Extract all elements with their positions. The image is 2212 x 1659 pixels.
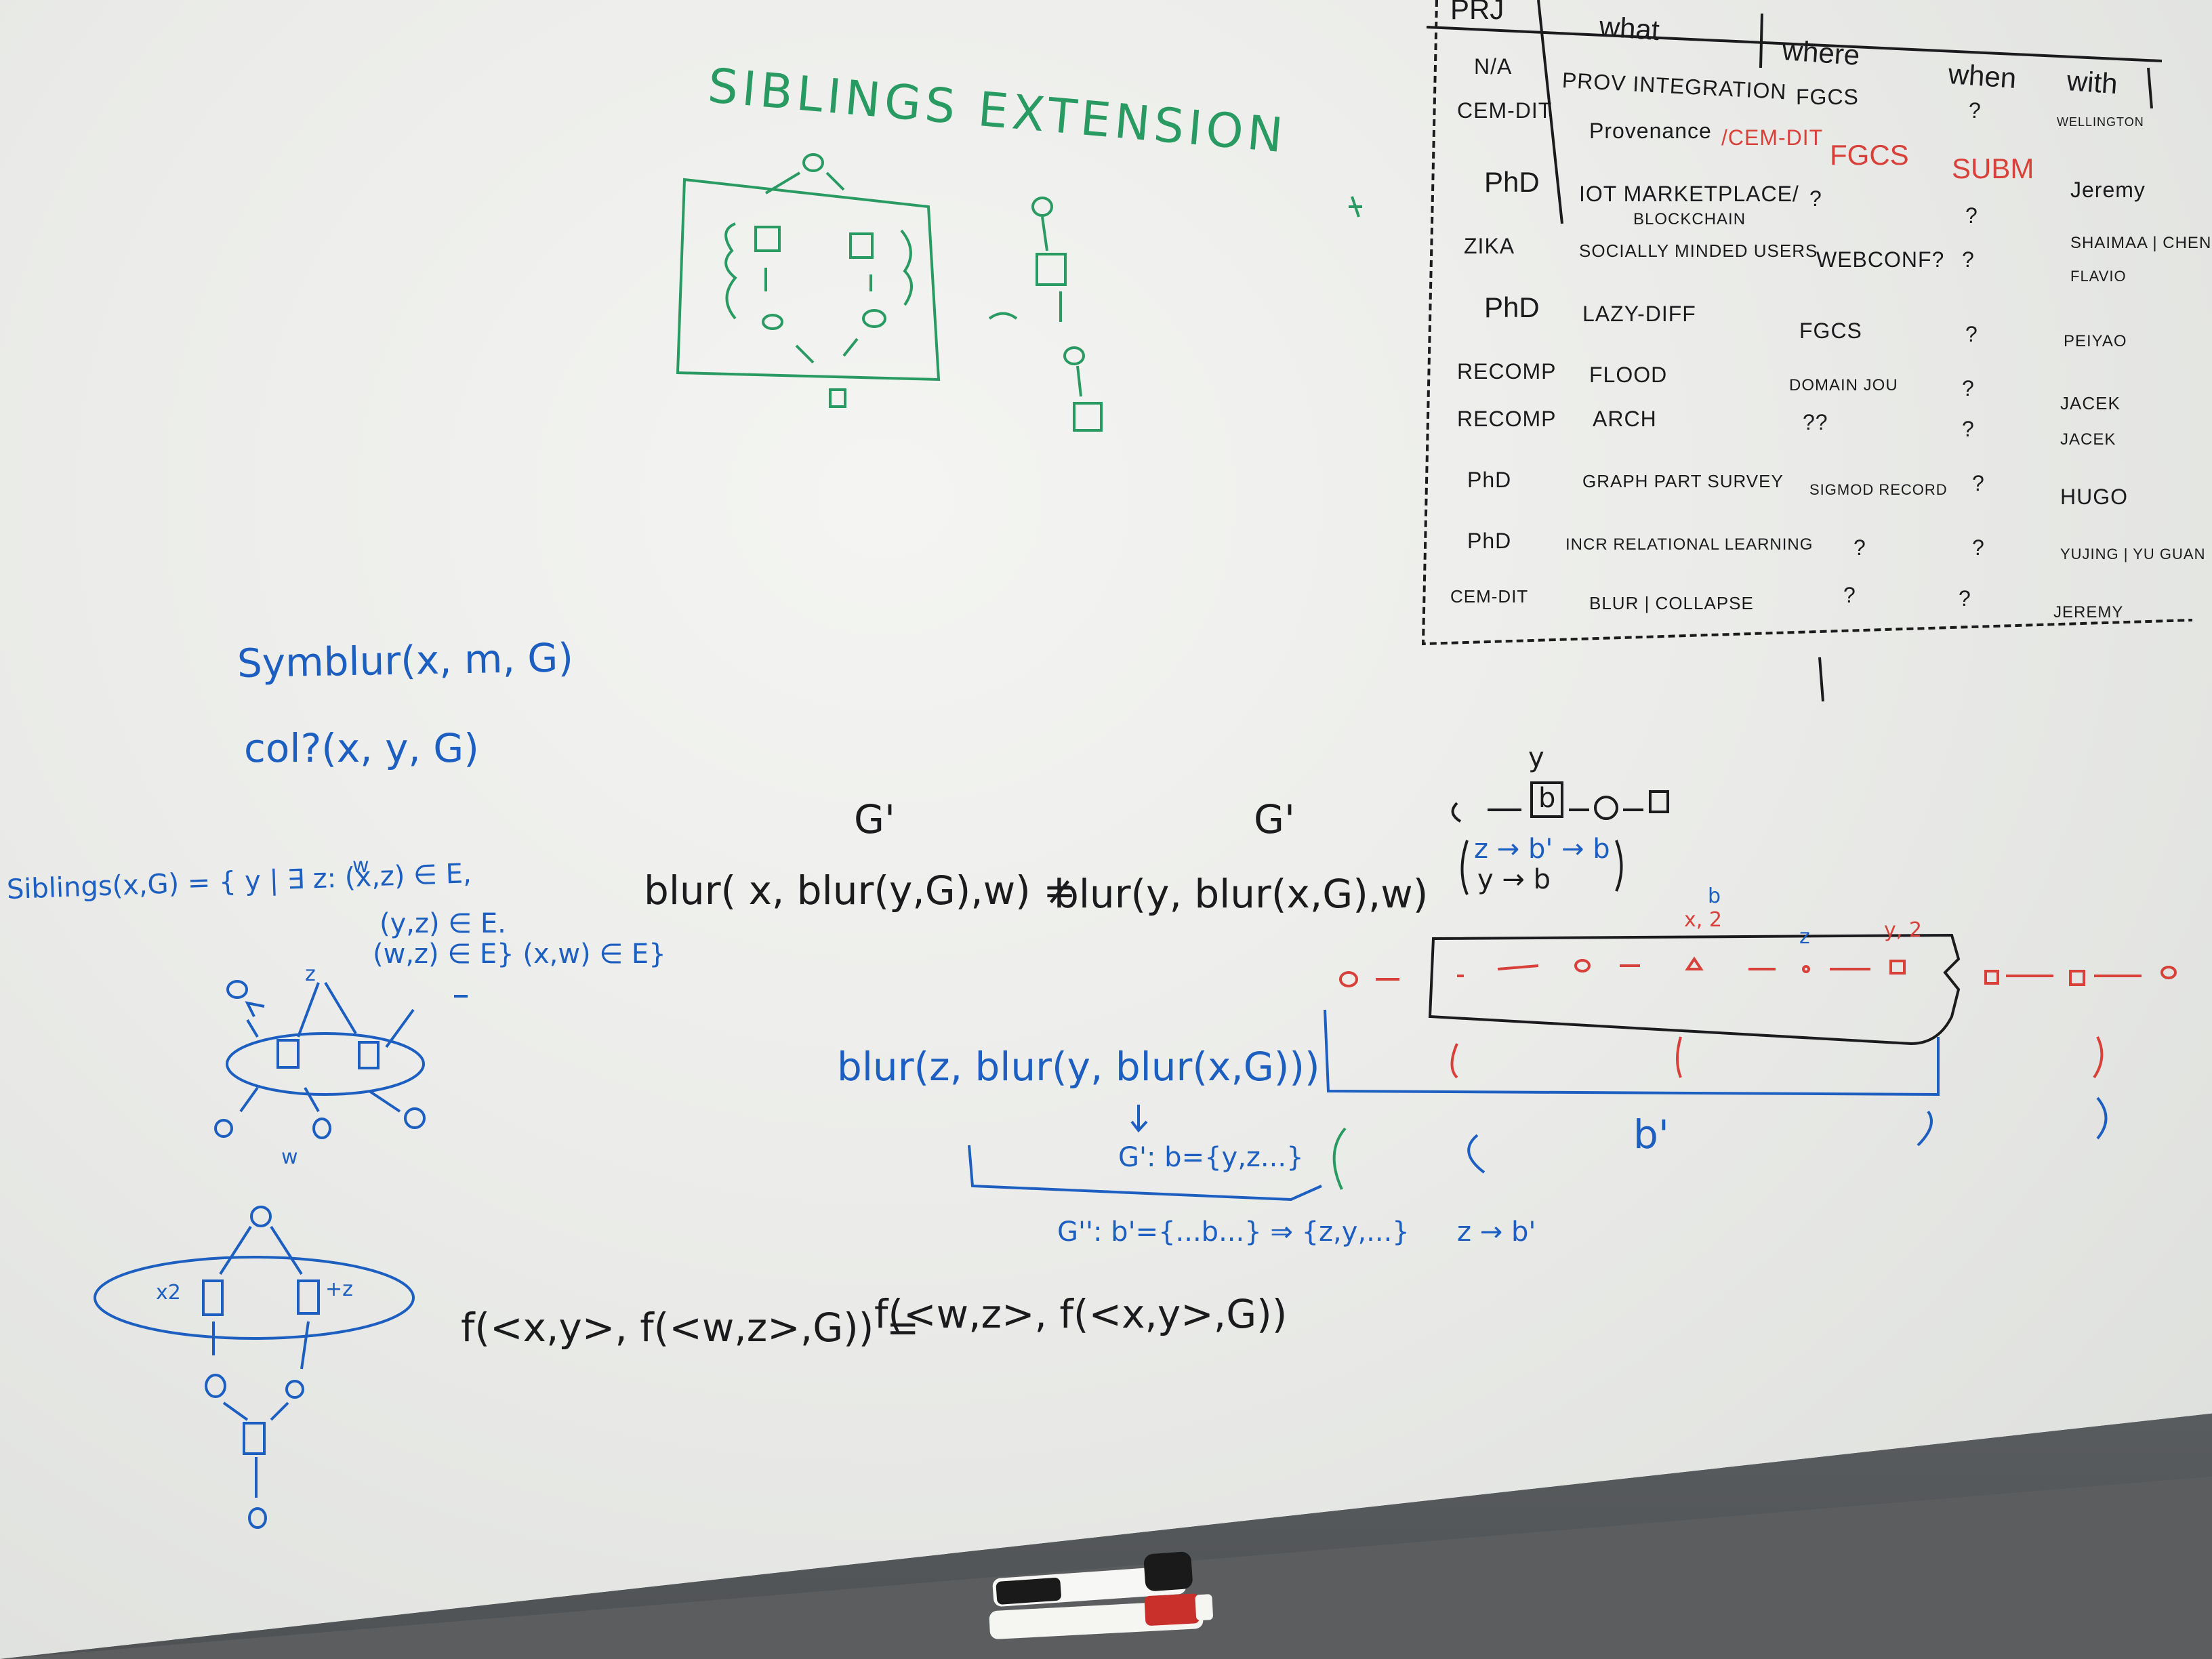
row-9-with: YUJING | YU GUAN: [2060, 546, 2206, 562]
row-4-where: WEBCONF?: [1816, 247, 1945, 272]
row-8-prj: PhD: [1467, 468, 1512, 492]
formula-siblings-b: (y,z) ∈ E.: [380, 908, 506, 939]
blue-braces: [968, 1009, 2108, 1202]
table-header-where: where: [1781, 34, 1861, 71]
row-7-prj: RECOMP: [1457, 407, 1557, 431]
row-8-where: SIGMOD RECORD: [1809, 481, 1948, 498]
row-7-with: JACEK: [2060, 430, 2116, 449]
cluster1-label-z: z: [305, 962, 316, 986]
formula-symblur: Symblur(x, m, G): [237, 634, 574, 687]
row-6-when: ?: [1962, 376, 1975, 401]
formula-z-to-b: z → b': [1457, 1216, 1536, 1248]
row-7-what: ARCH: [1593, 407, 1657, 431]
label-g-prime-2: G': [1254, 796, 1295, 842]
row-2-where: FGCS: [1830, 139, 1909, 171]
cluster1-label-w: w: [281, 1145, 298, 1169]
row-9-where: ?: [1853, 535, 1866, 560]
row-4-what: SOCIALLY MINDED USERS: [1579, 241, 1818, 261]
row-6-where: DOMAIN JOU: [1789, 376, 1898, 394]
row-7-where: ??: [1803, 410, 1828, 434]
label-sib-star: w: [352, 854, 369, 878]
row-3-where: ?: [1809, 186, 1822, 211]
row-6-with: JACEK: [2060, 393, 2121, 413]
label-b-prime: b': [1633, 1111, 1669, 1158]
row-9-when: ?: [1972, 535, 1985, 560]
chain-label-y2: y, 2: [1884, 918, 1922, 942]
blue-cluster-1: [214, 980, 468, 1139]
row-10-what: BLUR | COLLAPSE: [1589, 593, 1754, 613]
formula-col: col?(x, y, G): [244, 725, 479, 771]
row-7-when: ?: [1962, 417, 1975, 441]
table-header-when: when: [1947, 58, 2018, 94]
chain-label-x2: x, 2: [1684, 908, 1722, 932]
row-4-with: SHAIMAA | CHENCY: [2070, 234, 2212, 252]
row-3-with: Jeremy: [2070, 178, 2146, 202]
row-5-what: LAZY-DIFF: [1582, 302, 1696, 326]
formula-blur-ineq-right: blur(y, blur(x,G),w): [1054, 871, 1429, 917]
table-header-with: with: [2066, 64, 2119, 100]
formula-blur-ineq-left: blur( x, blur(y,G),w) ≠: [644, 867, 1076, 914]
row-4b-with: FLAVIO: [2070, 268, 2127, 285]
cluster2-label-plus-z: +z: [325, 1277, 353, 1301]
row-8-what: GRAPH PART SURVEY: [1582, 471, 1784, 491]
formula-gprime-b: G': b={y,z...}: [1118, 1142, 1304, 1173]
row-1-when: ?: [1969, 98, 1982, 123]
label-g-prime-1: G': [854, 796, 895, 842]
row-10-when: ?: [1959, 586, 1971, 611]
row-1-where: FGCS: [1796, 85, 1859, 109]
row-6-prj: RECOMP: [1457, 359, 1557, 384]
markers: [989, 1551, 1213, 1639]
row-10-prj: CEM-DIT: [1450, 586, 1529, 607]
cluster2-label-x2: x2: [156, 1281, 181, 1305]
row-3-prj: PhD: [1484, 166, 1540, 198]
black-chain: [1428, 781, 1961, 1046]
row-3-what: IOT MARKETPLACE/: [1579, 182, 1799, 206]
row-2-what: Provenance: [1589, 119, 1712, 143]
row-5-prj: PhD: [1484, 291, 1540, 323]
mapping-1: z → b' → b: [1474, 834, 1610, 865]
row-8-with: HUGO: [2060, 485, 2128, 509]
row-8-when: ?: [1972, 471, 1985, 495]
green-diagram: [676, 153, 1362, 432]
row-6-what: FLOOD: [1589, 363, 1668, 387]
formula-gdouble: G'': b'={...b...} ⇒ {z,y,...}: [1057, 1216, 1410, 1248]
formula-blur-nested: blur(z, blur(y, blur(x,G))): [837, 1044, 1320, 1090]
table-header-prj: PRJ: [1450, 0, 1504, 25]
blue-arrows: [245, 1001, 265, 1017]
row-3b-what: BLOCKCHAIN: [1633, 210, 1746, 228]
row-2-prj: CEM-DIT: [1457, 98, 1553, 123]
chain-label-b-blue: b: [1708, 884, 1721, 908]
formula-f-eq-left: f(<x,y>, f(<w,z>,G)) =: [461, 1305, 920, 1351]
row-3-when: ?: [1965, 203, 1978, 228]
row-10-where: ?: [1843, 583, 1856, 607]
chain-label-y: y: [1528, 742, 1544, 773]
green-brace: [1332, 1127, 1347, 1190]
row-5-with: PEIYAO: [2064, 332, 2127, 350]
row-10-with: JEREMY: [2053, 603, 2124, 621]
table-header-what: what: [1598, 10, 1661, 47]
red-chain: [1339, 956, 2177, 1079]
row-1-prj: N/A: [1474, 54, 1513, 79]
formula-f-eq-right: f(<w,z>, f(<x,y>,G)): [874, 1291, 1288, 1337]
chain-label-z: z: [1799, 925, 1810, 949]
formula-siblings-c: (w,z) ∈ E} (x,w) ∈ E}: [373, 939, 666, 970]
row-5-where: FGCS: [1799, 319, 1862, 343]
row-9-what: INCR RELATIONAL LEARNING: [1565, 535, 1814, 554]
row-4-when: ?: [1962, 247, 1975, 272]
chain-label-b: b: [1538, 783, 1556, 814]
row-1-with: WELLINGTON: [2057, 115, 2144, 129]
row-2-what-red-note: /CEM-DIT: [1721, 125, 1824, 150]
row-9-prj: PhD: [1467, 529, 1512, 553]
row-2-when: SUBM: [1952, 152, 2034, 184]
table-frame-strokes: [1421, 0, 2193, 702]
mapping-2: y → b: [1477, 864, 1551, 895]
row-4-prj: ZIKA: [1464, 234, 1515, 258]
blue-cluster-2: [94, 1206, 415, 1529]
row-5-when: ?: [1965, 322, 1978, 346]
